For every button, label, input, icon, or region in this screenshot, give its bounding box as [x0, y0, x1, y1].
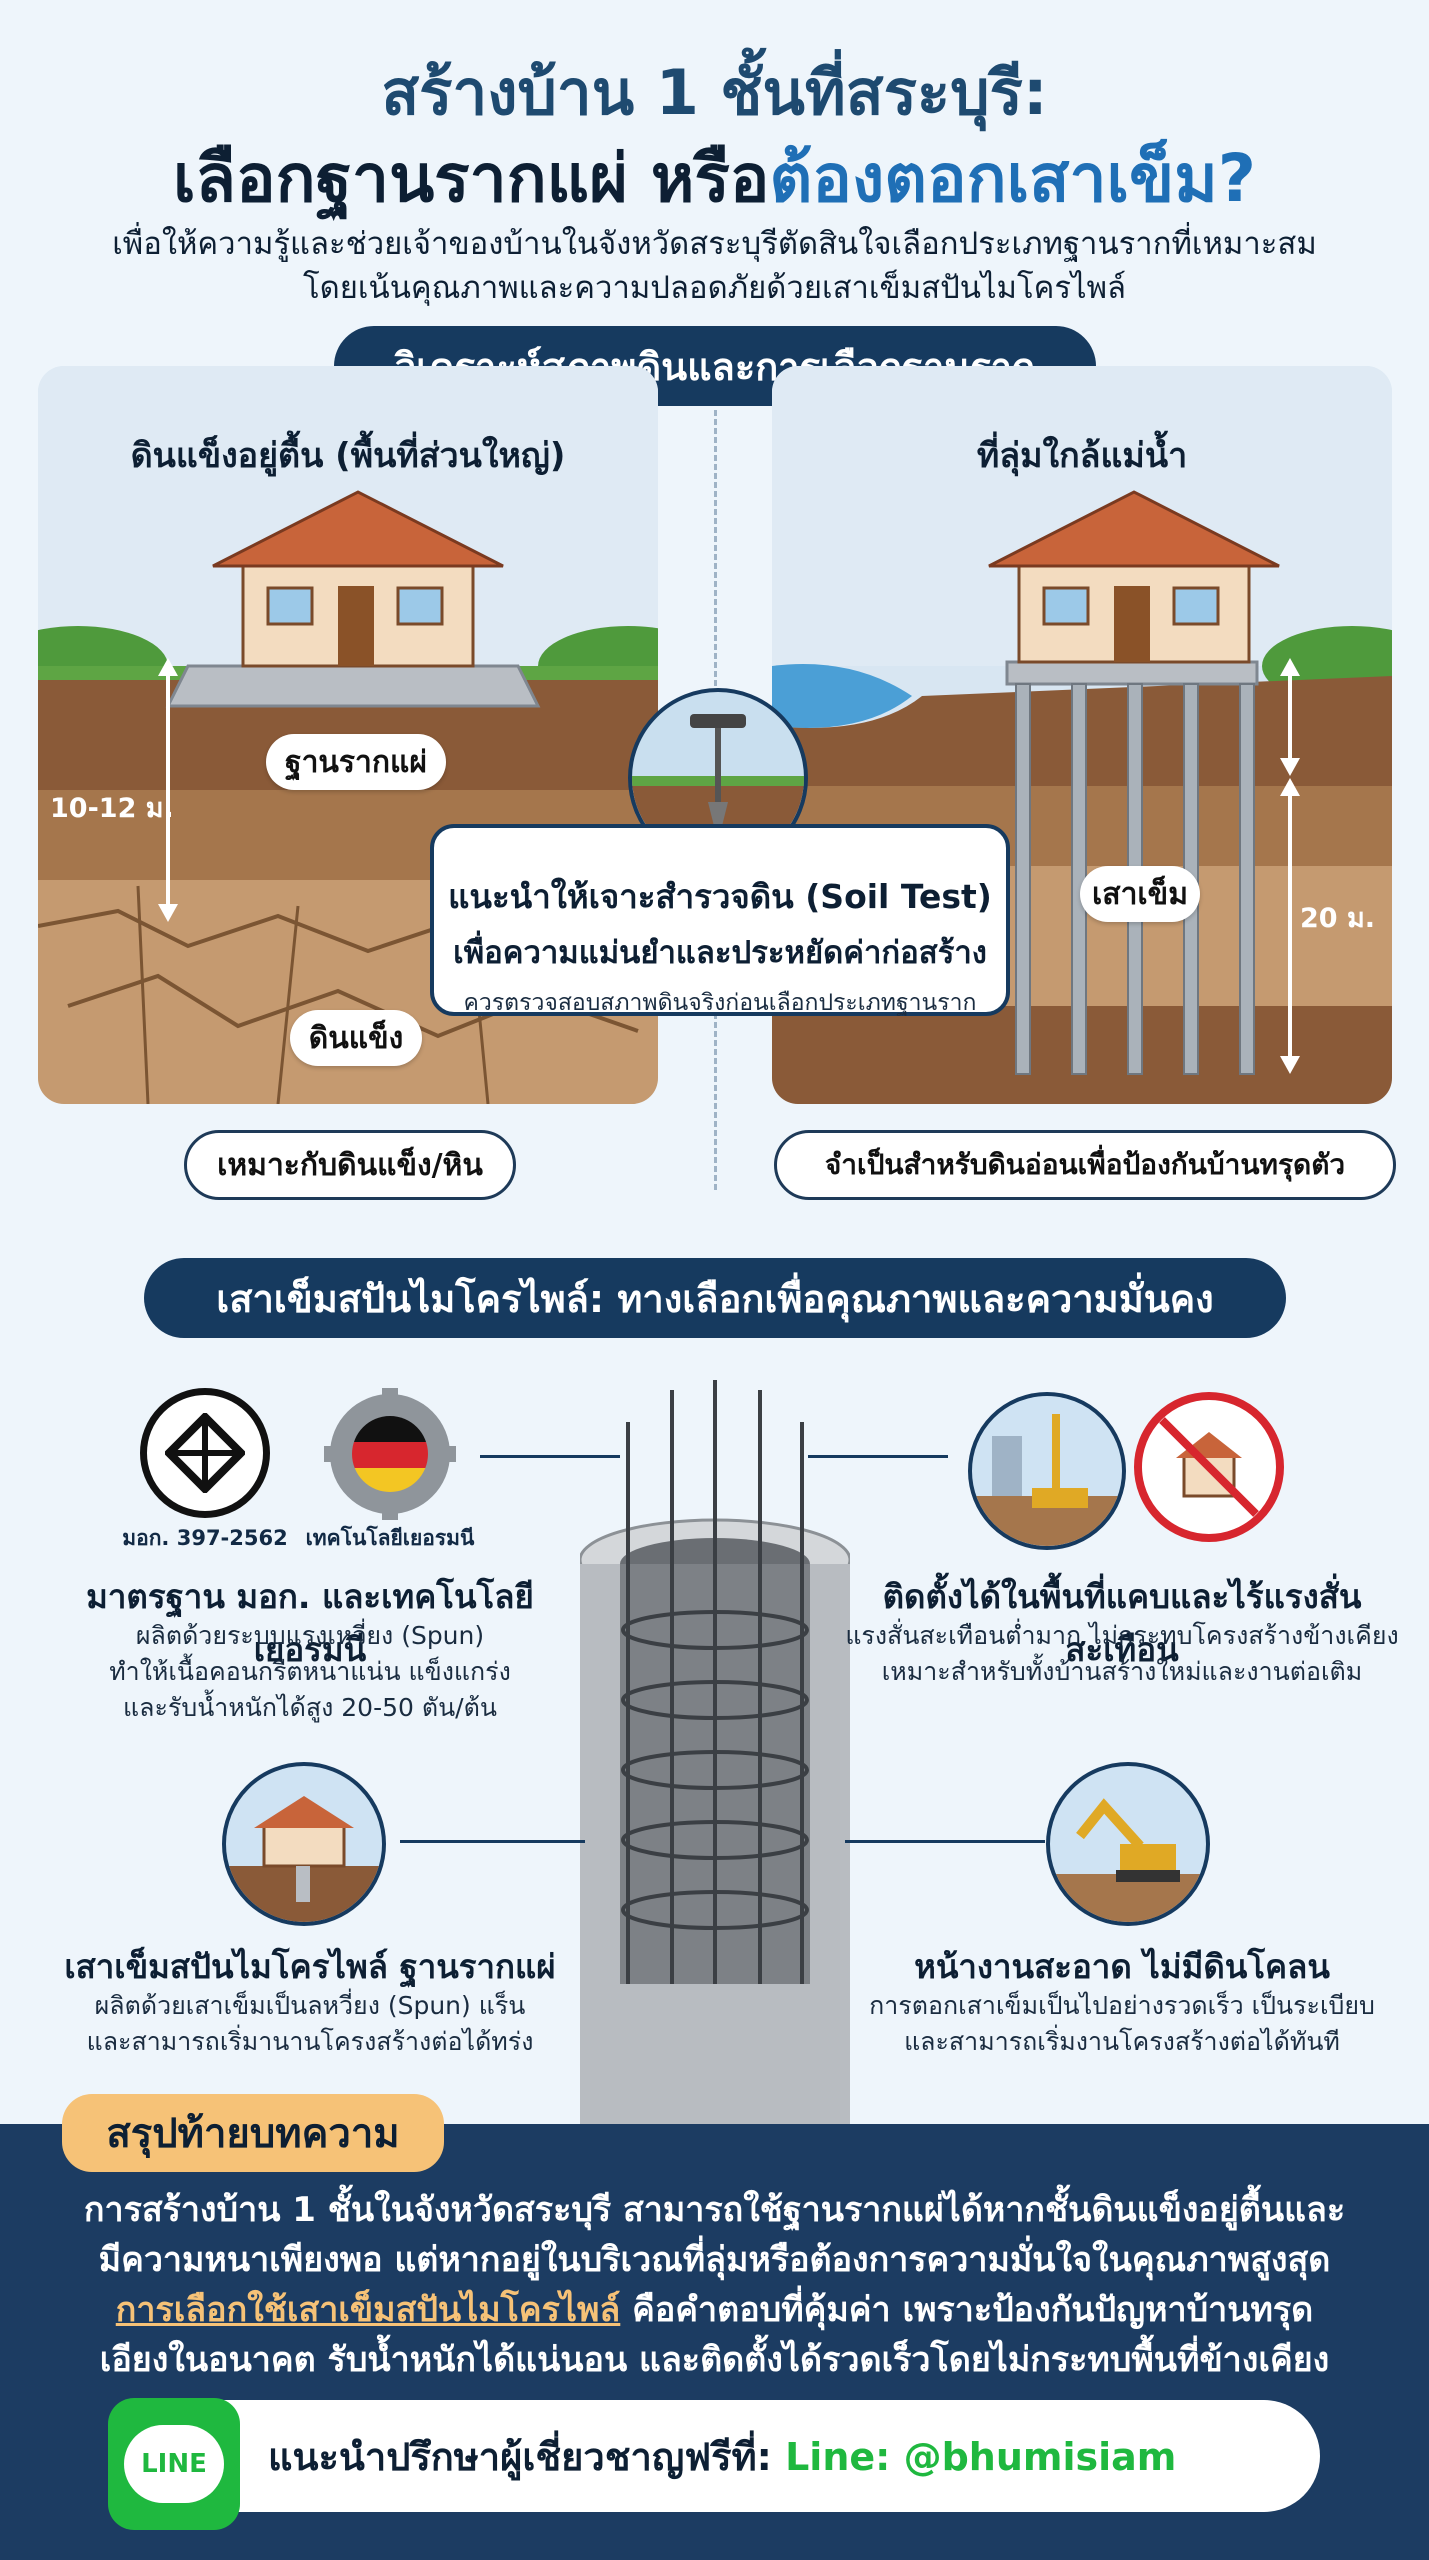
line-badge-label: LINE — [124, 2425, 224, 2503]
feature2-line1: แรงสั่นสะเทือนต่ำมาก ไม่กระทบโครงสร้างข้… — [845, 1621, 1399, 1650]
pile-label: เสาเข็ม — [1080, 866, 1200, 922]
summary-line3: การเลือกใช้เสาเข็มสปันไมโครไพล์ คือคำตอบ… — [60, 2285, 1369, 2335]
hard-soil-label: ดินแข็ง — [290, 1010, 422, 1066]
feature4-body: การตอกเสาเข็มเป็นไปอย่างรวดเร็ว เป็นระเบ… — [842, 1988, 1402, 2060]
german-gear-icon — [324, 1388, 456, 1520]
connector-tl — [480, 1455, 620, 1458]
summary-line1: การสร้างบ้าน 1 ชั้นในจังหวัดสระบุรี สามา… — [83, 2190, 1346, 2230]
feature2-title: ติดตั้งได้ในพื้นที่แคบและไร้แรงสั่นสะเทื… — [882, 1577, 1362, 1669]
shallow-soil-heading: ดินแข็งอยู่ตื้น (พื้นที่ส่วนใหญ่) — [130, 436, 566, 476]
summary-line4: เอียงในอนาคต รับน้ำหนักได้แน่นอน และติดต… — [99, 2340, 1330, 2380]
connector-tr — [808, 1455, 948, 1458]
feature1-line3: และรับน้ำหนักได้สูง 20-50 ตัน/ต้น — [123, 1693, 497, 1722]
summary-tag: สรุปท้ายบทความ — [62, 2094, 444, 2172]
tis-caption: มอก. 397-2562 — [122, 1526, 288, 1550]
lowland-illustration — [772, 366, 1392, 1104]
soil-test-box: แนะนำให้เจาะสำรวจดิน (Soil Test) เพื่อคว… — [430, 824, 1010, 1016]
tis-logo-icon — [140, 1388, 270, 1518]
feature3-line2: และสามารถเริ่มานานโครงสร้างต่อได้ทร่ง — [86, 2027, 534, 2056]
cta-text: แนะนำปรึกษาผู้เชี่ยวชาญฟรีที่: Line: @bh… — [268, 2426, 1176, 2487]
feature3-line1: ผลิตด้วยเสาเข็มเป็นลหวี่ยง (Spun) แร็น — [94, 1991, 526, 2020]
summary-line3-rest: คือคำตอบที่คุ้มค่า เพราะป้องกันปัญหาบ้าน… — [620, 2290, 1314, 2330]
shallow-depth-label: 10-12 ม. — [50, 793, 174, 824]
shallow-soil-pill: เหมาะกับดินแข็ง/หิน — [184, 1130, 516, 1200]
title-line2-b: ต้องตอกเสาเข็ม? — [769, 140, 1256, 217]
piling-rig-icon — [968, 1392, 1126, 1550]
feature1-body: ผลิตด้วยระบบแรงเหวี่ยง (Spun) ทำให้เนื้อ… — [30, 1618, 590, 1726]
lowland-panel — [772, 366, 1392, 1104]
excavator-icon — [1046, 1762, 1210, 1926]
section2-title: เสาเข็มสปันไมโครไพล์: ทางเลือกเพื่อคุณภา… — [144, 1258, 1286, 1338]
house-icon — [212, 490, 504, 668]
cta-text-main: แนะนำปรึกษาผู้เชี่ยวชาญฟรีที่: — [268, 2434, 786, 2479]
subtitle-line2: โดยเน้นคุณภาพและความปลอดภัยด้วยเสาเข็มสป… — [302, 270, 1127, 306]
lowland-pill: จำเป็นสำหรับดินอ่อนเพื่อป้องกันบ้านทรุดต… — [774, 1130, 1396, 1200]
no-vibration-icon — [1134, 1392, 1284, 1542]
cta-bar[interactable]: แนะนำปรึกษาผู้เชี่ยวชาญฟรีที่: Line: @bh… — [108, 2400, 1320, 2512]
summary-text: การสร้างบ้าน 1 ชั้นในจังหวัดสระบุรี สามา… — [60, 2185, 1369, 2385]
deep-depth-label: 20 ม. — [1300, 903, 1376, 934]
connector-bl — [400, 1840, 585, 1843]
feature4-line1: การตอกเสาเข็มเป็นไปอย่างรวดเร็ว เป็นระเบ… — [869, 1991, 1375, 2020]
feature4-line2: และสามารถเริ่มงานโครงสร้างต่อได้ทันที — [904, 2027, 1340, 2056]
feature3-body: ผลิตด้วยเสาเข็มเป็นลหวี่ยง (Spun) แร็น แ… — [30, 1988, 590, 2060]
summary-line2: มีความหนาเพียงพอ แต่หากอยู่ในบริเวณที่ลุ… — [98, 2240, 1331, 2280]
spun-pile-illustration — [580, 1380, 850, 2130]
house-footing-icon — [222, 1762, 386, 1926]
feature1-title: มาตรฐาน มอก. และเทคโนโลยีเยอรมนี — [86, 1577, 534, 1669]
title-line2-a: เลือกฐานรากแผ่ หรือ — [172, 140, 770, 217]
feature4-title: หน้างานสะอาด ไม่มีดินโคลน — [914, 1947, 1330, 1986]
feature1-line1: ผลิตด้วยระบบแรงเหวี่ยง (Spun) — [135, 1621, 485, 1650]
soil-test-line2: เพื่อความแม่นยำและประหยัดค่าก่อสร้าง — [453, 935, 987, 971]
feature1-line2: ทำให้เนื้อคอนกรีตหนาแน่น แข็งแกร่ง — [109, 1657, 511, 1686]
feature2-body: แรงสั่นสะเทือนต่ำมาก ไม่กระทบโครงสร้างข้… — [842, 1618, 1402, 1690]
soil-test-line3: ควรตรวจสอบสภาพดินจริงก่อนเลือกประเภทฐานร… — [463, 990, 977, 1016]
feature2-line2: เหมาะสำหรับทั้งบ้านสร้างใหม่และงานต่อเติ… — [881, 1657, 1363, 1686]
german-caption: เทคโนโลยีเยอรมนี — [305, 1526, 475, 1550]
lowland-heading: ที่ลุ่มใกล้แม่น้ำ — [976, 436, 1188, 476]
connector-br — [845, 1840, 1045, 1843]
footing-label: ฐานรากแผ่ — [266, 734, 446, 790]
shallow-soil-illustration — [38, 366, 658, 1104]
line-chat-icon[interactable]: LINE — [108, 2398, 240, 2530]
summary-highlight: การเลือกใช้เสาเข็มสปันไมโครไพล์ — [115, 2290, 621, 2330]
cta-line-id[interactable]: Line: @bhumisiam — [785, 2434, 1177, 2479]
subtitle-line1: เพื่อให้ความรู้และช่วยเจ้าของบ้านในจังหว… — [112, 226, 1317, 262]
house-icon — [988, 490, 1280, 664]
feature3-title: เสาเข็มสปันไมโครไพล์ ฐานรากแผ่ — [64, 1947, 556, 1986]
title-line1: สร้างบ้าน 1 ชั้นที่สระบุรี: — [381, 56, 1048, 129]
title-line2: เลือกฐานรากแผ่ หรือต้องตอกเสาเข็ม? — [0, 126, 1429, 231]
soil-test-line1: แนะนำให้เจาะสำรวจดิน (Soil Test) — [448, 877, 992, 916]
